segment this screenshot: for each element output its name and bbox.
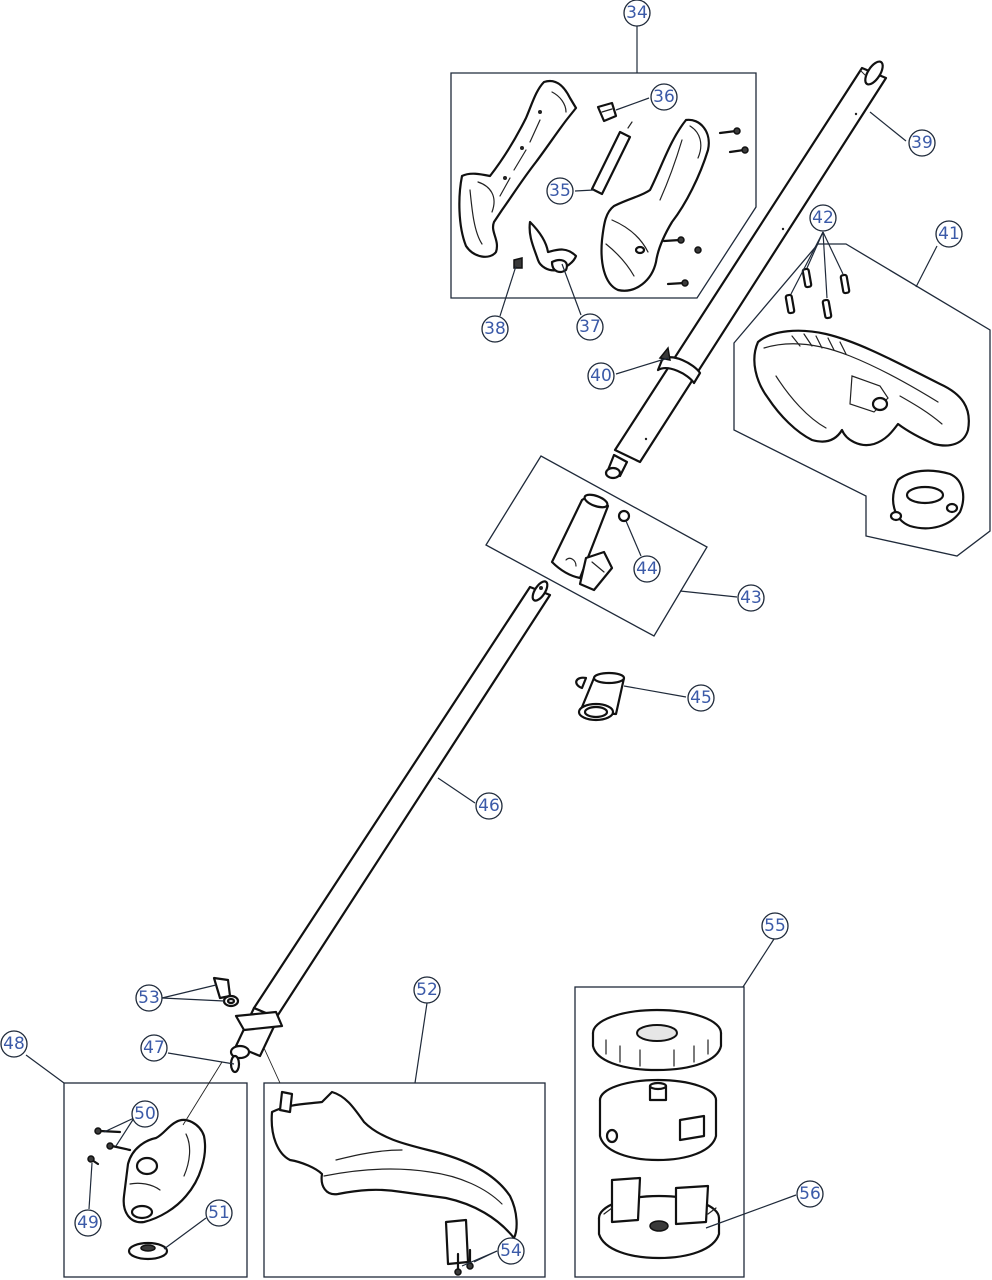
callout-53: 53: [135, 984, 163, 1012]
svg-text:34: 34: [626, 3, 648, 23]
callout-45: 45: [687, 684, 715, 712]
coupler-knob: [617, 509, 631, 523]
callout-48: 48: [0, 1030, 28, 1058]
handle-half-right: [600, 118, 710, 292]
trigger: [528, 220, 578, 273]
svg-text:40: 40: [590, 366, 612, 386]
callout-36: 36: [650, 83, 678, 111]
group-box-43: [485, 455, 708, 637]
gear-head: [122, 1118, 207, 1224]
trigger-link: [590, 121, 633, 196]
group-box-48: [63, 1082, 248, 1278]
callout-46: 46: [475, 792, 503, 820]
svg-text:53: 53: [138, 988, 160, 1008]
callout-38: 38: [481, 315, 509, 343]
handle-pin: [513, 257, 523, 269]
shaft-ring: [656, 346, 702, 385]
leader-lines: [25, 26, 938, 1267]
callout-56: 56: [796, 1180, 824, 1208]
callout-37: 37: [576, 313, 604, 341]
svg-text:35: 35: [549, 181, 571, 201]
gear-head-small-bolt: [87, 1155, 100, 1166]
gear-head-bolts: [94, 1127, 132, 1152]
svg-text:52: 52: [416, 980, 438, 1000]
svg-text:45: 45: [690, 688, 712, 708]
svg-text:46: 46: [478, 796, 500, 816]
svg-text:48: 48: [3, 1034, 25, 1054]
lower-shaft: [229, 580, 552, 1074]
assist-handle-clamp: [889, 469, 965, 530]
callout-50: 50: [131, 1100, 159, 1128]
callout-40: 40: [587, 362, 615, 390]
callout-49: 49: [74, 1209, 102, 1237]
trimmer-housing: [597, 1176, 721, 1260]
assist-handle: [753, 329, 970, 447]
guard-bracket: [444, 1218, 474, 1276]
callout-55: 55: [761, 912, 789, 940]
group-box-55: [574, 986, 745, 1278]
svg-text:41: 41: [938, 224, 960, 244]
handle-screws: [662, 127, 749, 287]
group-box-41: [733, 243, 991, 557]
callout-43: 43: [737, 584, 765, 612]
svg-text:43: 43: [740, 588, 762, 608]
svg-text:47: 47: [143, 1038, 165, 1058]
handle-half-left: [458, 79, 578, 258]
callout-44: 44: [633, 555, 661, 583]
svg-text:44: 44: [636, 559, 658, 579]
svg-text:56: 56: [799, 1184, 821, 1204]
svg-text:50: 50: [134, 1104, 156, 1124]
svg-text:54: 54: [500, 1241, 522, 1261]
svg-text:38: 38: [484, 319, 506, 339]
shaft-sleeve: [575, 671, 626, 722]
callout-42: 42: [809, 204, 837, 232]
spindle-washer: [127, 1241, 169, 1261]
svg-text:36: 36: [653, 87, 675, 107]
assist-handle-screws: [784, 267, 851, 320]
lock-off-button: [596, 101, 618, 123]
svg-text:39: 39: [911, 133, 933, 153]
callout-54: 54: [497, 1237, 525, 1265]
callout-47: 47: [140, 1034, 168, 1062]
svg-text:37: 37: [579, 317, 601, 337]
callout-51: 51: [205, 1199, 233, 1227]
callout-39: 39: [908, 129, 936, 157]
svg-text:42: 42: [812, 208, 834, 228]
debris-guard: [270, 1090, 518, 1240]
group-box-52: [263, 1082, 546, 1278]
callout-34: 34: [623, 0, 651, 27]
callout-35: 35: [546, 177, 574, 205]
svg-text:51: 51: [208, 1203, 230, 1223]
svg-text:49: 49: [77, 1213, 99, 1233]
callout-52: 52: [413, 976, 441, 1004]
trimmer-spool: [598, 1078, 718, 1162]
shaft-coupler: [550, 493, 614, 592]
group-box-34: [450, 72, 757, 299]
guard-wingnut: [212, 976, 240, 1008]
trimmer-head-cap: [591, 1008, 723, 1072]
callout-41: 41: [935, 220, 963, 248]
svg-text:55: 55: [764, 916, 786, 936]
